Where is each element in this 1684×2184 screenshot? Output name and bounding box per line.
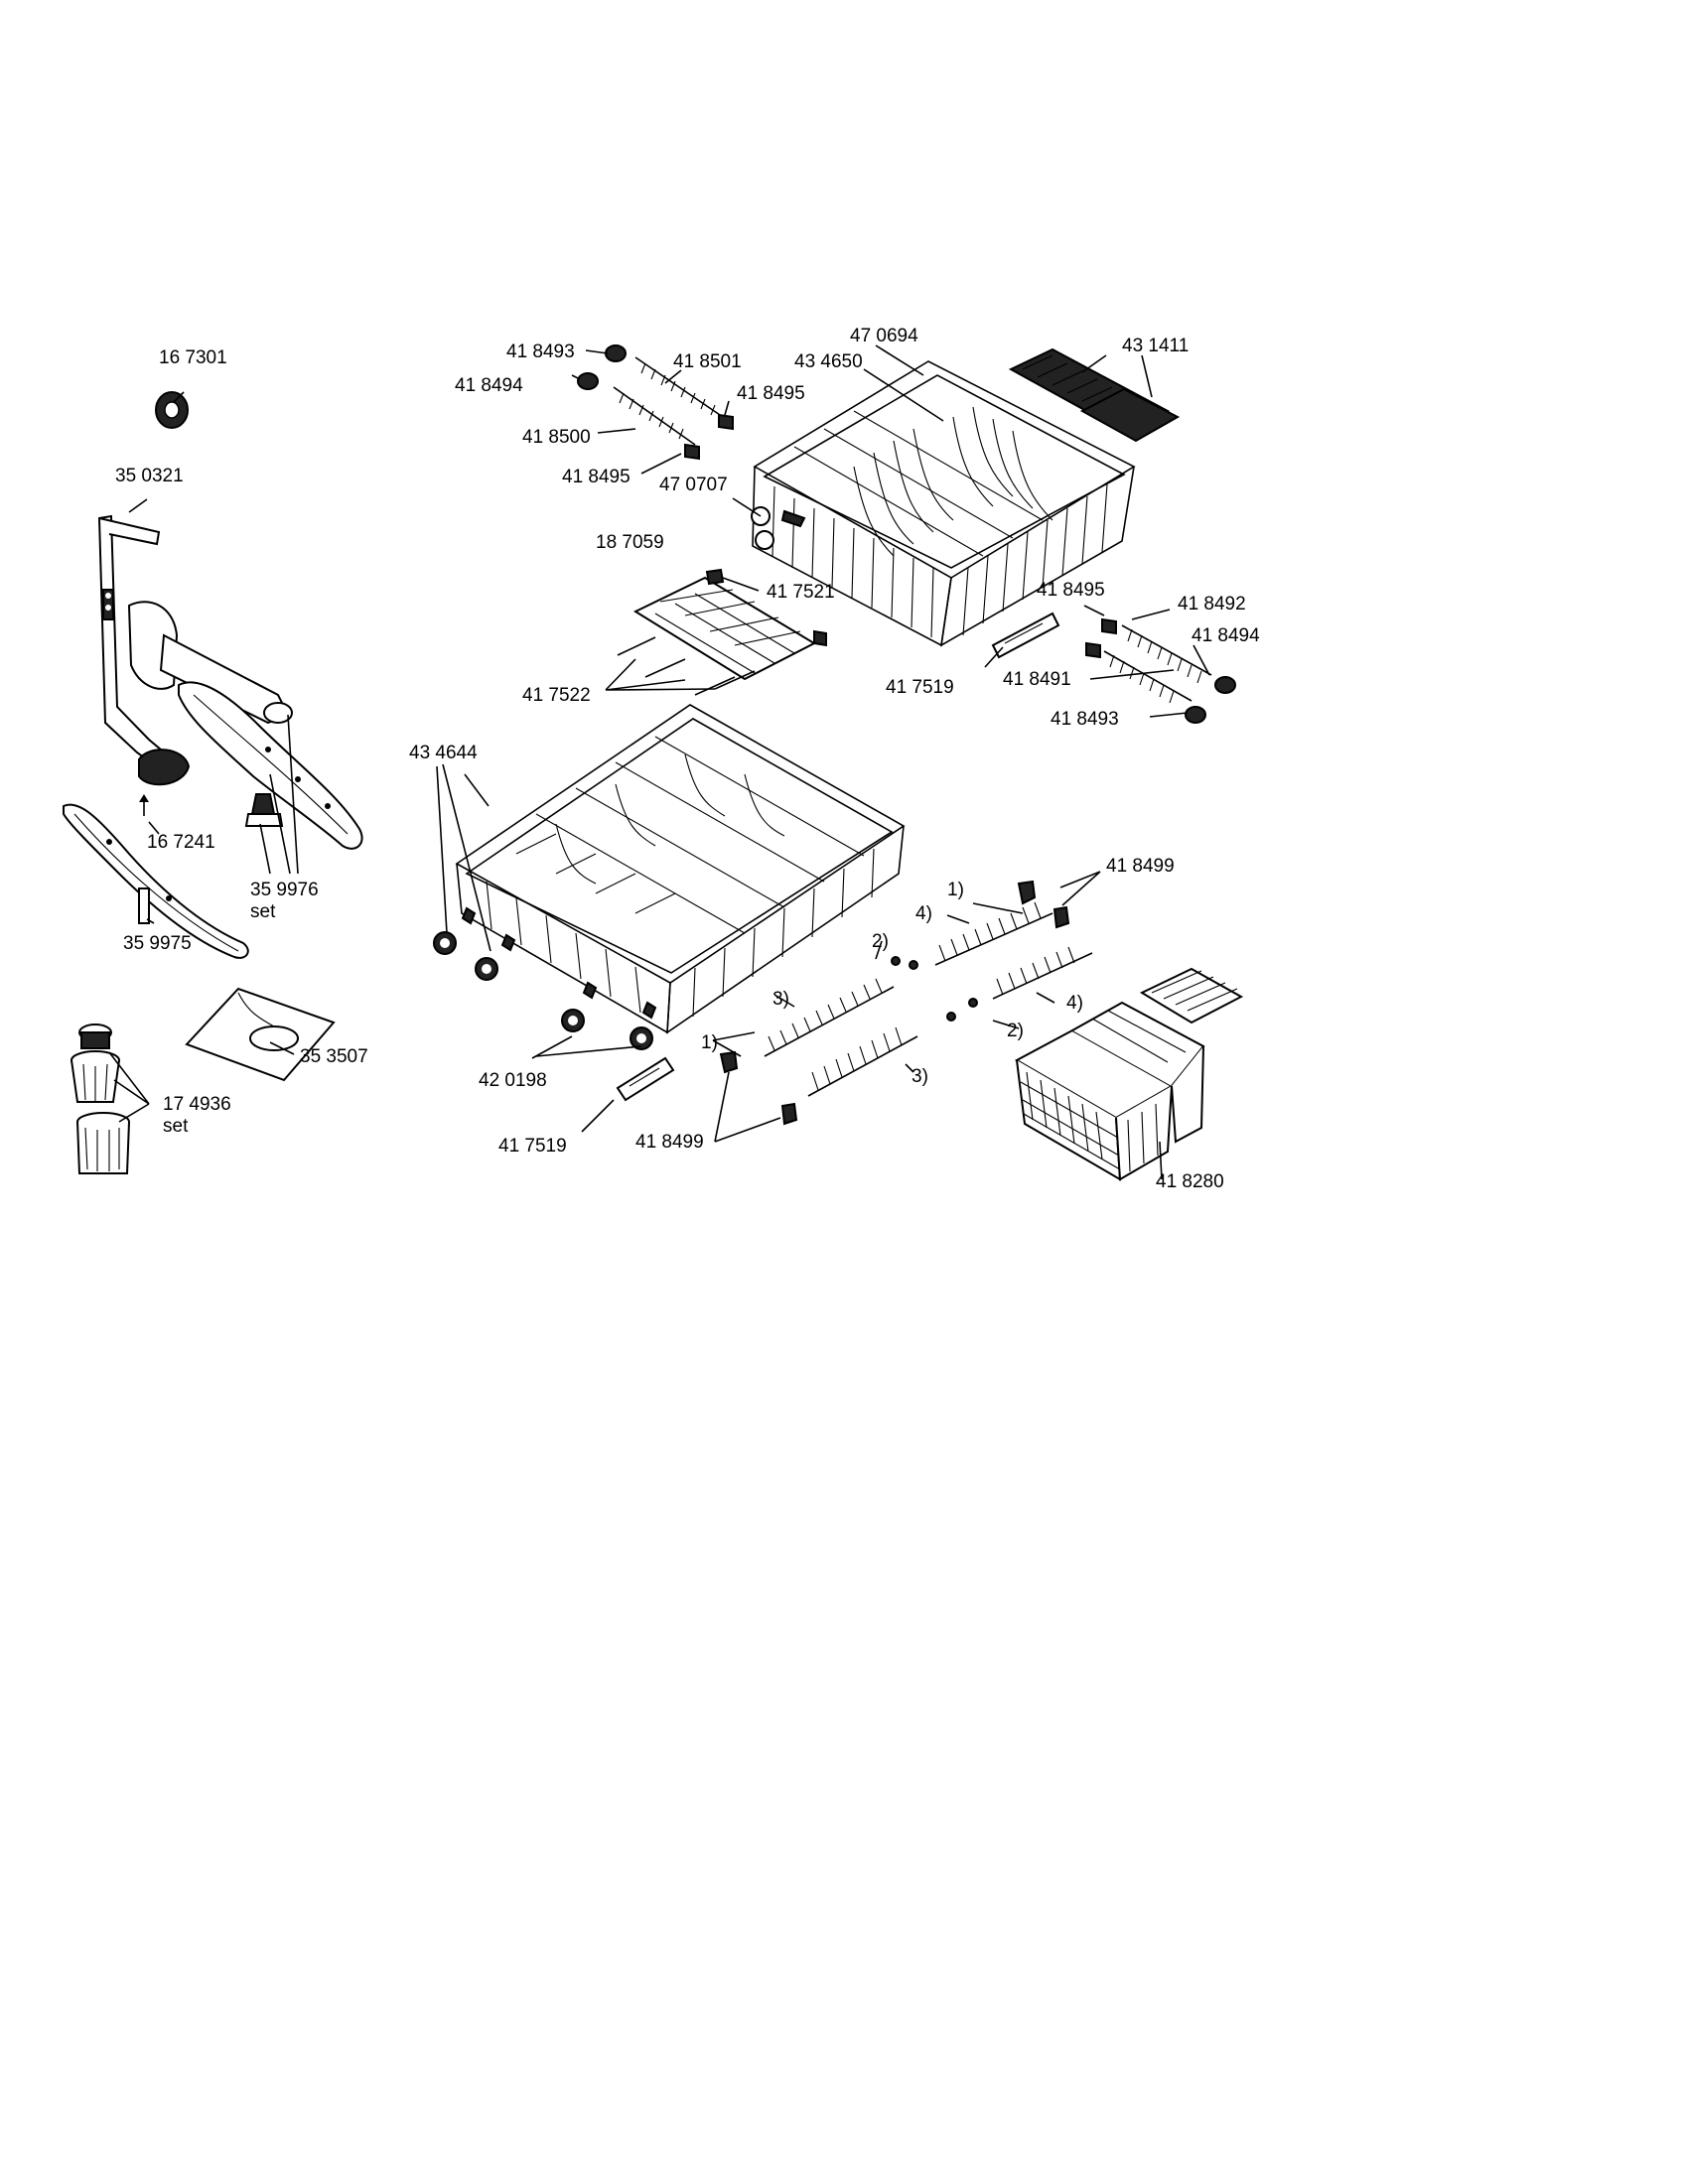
part-label: 41 8500 <box>522 427 591 448</box>
part-label: 41 8492 <box>1178 594 1246 614</box>
part-label: 41 7519 <box>498 1136 567 1157</box>
part-label: 41 7522 <box>522 685 591 706</box>
rack-handle-lower-part <box>616 1056 675 1102</box>
upper-spray-arm-hub-part <box>127 601 293 725</box>
part-label: 35 3507 <box>300 1046 368 1067</box>
lower-spray-base-part <box>138 749 191 786</box>
part-label: 4) <box>1066 993 1083 1014</box>
spray-arm-bearing-set-part <box>244 793 284 827</box>
part-label: 41 8495 <box>562 467 631 487</box>
part-label: 41 8501 <box>673 351 742 372</box>
part-label: 18 7059 <box>596 532 664 553</box>
part-label: 17 4936 <box>163 1094 231 1115</box>
part-label: 35 9975 <box>123 933 192 954</box>
upper-right-rail-part <box>1085 617 1236 724</box>
coarse-filter-plate-part <box>185 987 336 1082</box>
cup-shelf-set-part <box>1008 347 1181 443</box>
part-label: 41 8499 <box>635 1132 704 1153</box>
part-label: set <box>163 1116 189 1137</box>
part-label: 2) <box>1007 1021 1024 1041</box>
part-label: 2) <box>872 931 889 952</box>
part-label: 16 7301 <box>159 347 227 368</box>
part-label: 41 8495 <box>737 383 805 404</box>
lower-spray-arm-part <box>63 803 249 959</box>
part-label: 41 8493 <box>1051 709 1119 730</box>
part-label: 35 9976 <box>250 880 319 900</box>
part-label: set <box>250 901 276 922</box>
part-labels: 16 7301 35 0321 16 7241 35 9976 set 35 9… <box>115 326 1260 1192</box>
upper-spray-arm-part <box>178 681 363 850</box>
part-label: 1) <box>701 1032 718 1053</box>
part-label: 43 4644 <box>409 743 478 763</box>
filter-set-part <box>70 1024 130 1174</box>
part-label: 4) <box>915 903 932 924</box>
spray-arm-cap-part <box>155 391 189 429</box>
lower-rack-part <box>433 704 906 1050</box>
tine-row-parts <box>719 880 1093 1126</box>
part-label: 41 8280 <box>1156 1171 1224 1192</box>
rack-handle-upper-part <box>991 612 1060 659</box>
upper-rack-part <box>751 360 1136 647</box>
part-label: 35 0321 <box>115 466 184 486</box>
leader-lines <box>108 344 1210 1180</box>
part-label: 1) <box>947 880 964 900</box>
part-label: 41 8495 <box>1037 580 1105 601</box>
part-label: 41 7521 <box>767 582 835 603</box>
part-label: 41 8499 <box>1106 856 1175 877</box>
part-label: 41 7519 <box>886 677 954 698</box>
screw-part <box>139 794 149 816</box>
part-label: 47 0694 <box>850 326 918 346</box>
part-label: 43 4650 <box>794 351 863 372</box>
cutlery-basket-part <box>1014 967 1244 1181</box>
part-label: 42 0198 <box>479 1070 547 1091</box>
part-label: 16 7241 <box>147 832 215 853</box>
part-label: 43 1411 <box>1122 336 1189 356</box>
part-label: 3) <box>772 989 789 1010</box>
part-label: 41 8494 <box>455 375 523 396</box>
part-label: 41 8493 <box>506 341 575 362</box>
part-label: 3) <box>912 1066 928 1087</box>
part-label: 47 0707 <box>659 475 728 495</box>
part-label: 41 8494 <box>1192 625 1260 646</box>
fold-down-shelf-part <box>617 568 827 696</box>
part-label: 41 8491 <box>1003 669 1071 690</box>
